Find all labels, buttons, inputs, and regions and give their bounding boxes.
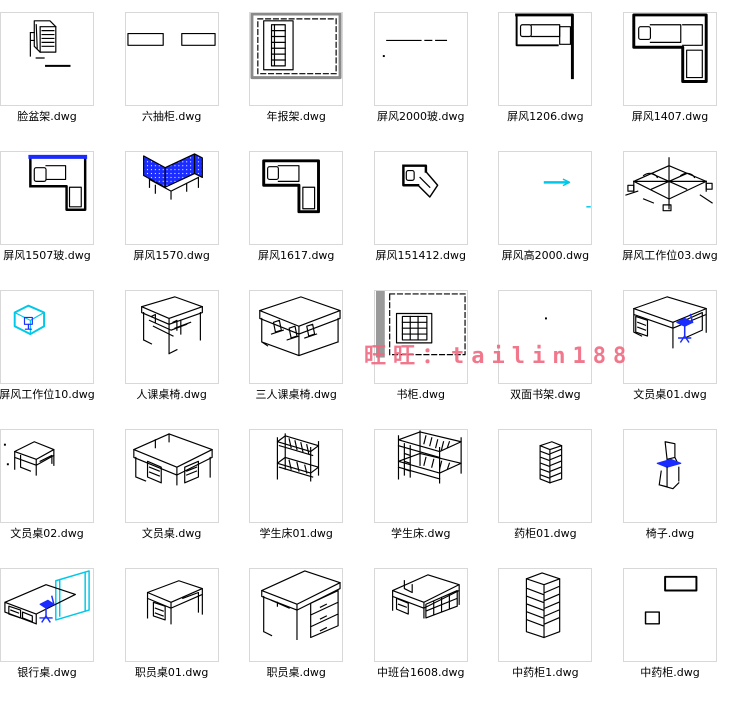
screen-1407-thumbnail[interactable]: [622, 12, 717, 106]
file-name-label[interactable]: 文员桌.dwg: [141, 527, 202, 540]
file-item[interactable]: 屏风工作位10.dwg: [0, 290, 95, 429]
file-item[interactable]: 屏风2000玻.dwg: [373, 12, 468, 151]
file-name-label[interactable]: 屏风高2000.dwg: [501, 249, 590, 262]
file-item[interactable]: 脸盆架.dwg: [0, 12, 94, 151]
file-item[interactable]: 书柜.dwg: [373, 290, 468, 429]
student-bed-01-thumbnail[interactable]: [249, 429, 344, 523]
six-drawer-cabinet-thumbnail[interactable]: [124, 12, 219, 106]
file-name-label[interactable]: 屏风1570.dwg: [133, 249, 210, 262]
student-bed-thumbnail[interactable]: [373, 429, 468, 523]
file-name-label[interactable]: 银行桌.dwg: [17, 666, 77, 679]
file-item[interactable]: 屏风1507玻.dwg: [0, 151, 94, 290]
file-name-label[interactable]: 文员桌01.dwg: [633, 388, 707, 401]
file-thumbnail-grid: 脸盆架.dwg 六抽柜.dwg 年报架.dwg: [0, 12, 718, 707]
executive-desk-1608-thumbnail[interactable]: [373, 568, 468, 662]
file-item[interactable]: 文员桌.dwg: [124, 429, 219, 568]
chair-thumbnail[interactable]: [622, 429, 717, 523]
file-name-label[interactable]: 人课桌椅.dwg: [136, 388, 207, 401]
staff-desk-thumbnail[interactable]: [249, 568, 344, 662]
file-item[interactable]: 屏风151412.dwg: [373, 151, 468, 290]
screen-workstation-10-thumbnail[interactable]: [0, 290, 94, 384]
file-name-label[interactable]: 屏风工作位03.dwg: [622, 249, 718, 262]
screen-workstation-03-thumbnail[interactable]: [622, 151, 717, 245]
watermark-text: 旺旺：tailin188: [364, 344, 634, 369]
file-name-label[interactable]: 三人课桌椅.dwg: [255, 388, 337, 401]
screen-151412-thumbnail[interactable]: [373, 151, 468, 245]
file-name-label[interactable]: 职员桌.dwg: [266, 666, 326, 679]
clerk-desk-01-thumbnail[interactable]: [622, 290, 717, 384]
file-name-label[interactable]: 书柜.dwg: [396, 388, 446, 401]
file-item[interactable]: 屏风工作位03.dwg: [622, 151, 718, 290]
file-item[interactable]: 双面书架.dwg: [498, 290, 593, 429]
file-item[interactable]: 文员桌02.dwg: [0, 429, 94, 568]
file-name-label[interactable]: 中药柜1.dwg: [512, 666, 579, 679]
file-item[interactable]: 银行桌.dwg: [0, 568, 94, 707]
file-name-label[interactable]: 学生床.dwg: [391, 527, 451, 540]
file-item[interactable]: 椅子.dwg: [622, 429, 717, 568]
file-item[interactable]: 中药柜.dwg: [622, 568, 717, 707]
file-item[interactable]: 职员桌.dwg: [249, 568, 344, 707]
three-seat-desk-chair-thumbnail[interactable]: [249, 290, 344, 384]
file-item[interactable]: 屏风1407.dwg: [622, 12, 717, 151]
file-name-label[interactable]: 文员桌02.dwg: [10, 527, 84, 540]
file-name-label[interactable]: 年报架.dwg: [266, 110, 326, 123]
tall-screen-2000-thumbnail[interactable]: [498, 151, 593, 245]
file-name-label[interactable]: 中药柜.dwg: [640, 666, 700, 679]
file-name-label[interactable]: 屏风1407.dwg: [631, 110, 709, 123]
file-item[interactable]: 六抽柜.dwg: [124, 12, 219, 151]
bank-counter-thumbnail[interactable]: [0, 568, 94, 662]
file-name-label[interactable]: 屏风1206.dwg: [507, 110, 584, 123]
file-item[interactable]: 屏风1206.dwg: [498, 12, 593, 151]
clerk-desk-02-thumbnail[interactable]: [0, 429, 94, 523]
file-item[interactable]: 文员桌01.dwg: [622, 290, 717, 429]
screen-1617-thumbnail[interactable]: [249, 151, 344, 245]
file-name-label[interactable]: 椅子.dwg: [645, 527, 695, 540]
file-item[interactable]: 职员桌01.dwg: [124, 568, 219, 707]
file-name-label[interactable]: 屏风工作位10.dwg: [0, 388, 95, 401]
file-item[interactable]: 屏风高2000.dwg: [498, 151, 593, 290]
file-name-label[interactable]: 学生床01.dwg: [259, 527, 333, 540]
file-item[interactable]: 学生床01.dwg: [249, 429, 344, 568]
glass-screen-2000-thumbnail[interactable]: [373, 12, 468, 106]
file-name-label[interactable]: 屏风151412.dwg: [375, 249, 467, 262]
file-name-label[interactable]: 双面书架.dwg: [510, 388, 581, 401]
file-name-label[interactable]: 中班台1608.dwg: [377, 666, 465, 679]
double-sided-bookshelf-thumbnail[interactable]: [498, 290, 593, 384]
washbasin-stand-thumbnail[interactable]: [0, 12, 94, 106]
screen-1206-thumbnail[interactable]: [498, 12, 593, 106]
file-name-label[interactable]: 屏风1507玻.dwg: [3, 249, 91, 262]
herbal-medicine-cabinet-1-thumbnail[interactable]: [498, 568, 593, 662]
file-item[interactable]: 三人课桌椅.dwg: [249, 290, 344, 429]
file-name-label[interactable]: 屏风1617.dwg: [257, 249, 335, 262]
file-item[interactable]: 中药柜1.dwg: [498, 568, 593, 707]
file-name-label[interactable]: 六抽柜.dwg: [141, 110, 202, 123]
file-name-label[interactable]: 脸盆架.dwg: [17, 110, 77, 123]
file-name-label[interactable]: 药柜01.dwg: [514, 527, 577, 540]
screen-1570-thumbnail[interactable]: [124, 151, 219, 245]
file-item[interactable]: 中班台1608.dwg: [373, 568, 468, 707]
medicine-cabinet-01-thumbnail[interactable]: [498, 429, 593, 523]
clerk-desk-thumbnail[interactable]: [124, 429, 219, 523]
student-desk-chair-thumbnail[interactable]: [124, 290, 219, 384]
newspaper-rack-thumbnail[interactable]: [249, 12, 344, 106]
staff-desk-01-thumbnail[interactable]: [124, 568, 219, 662]
file-name-label[interactable]: 职员桌01.dwg: [134, 666, 209, 679]
bookcase-thumbnail[interactable]: [373, 290, 468, 384]
file-item[interactable]: 人课桌椅.dwg: [124, 290, 219, 429]
herbal-medicine-cabinet-thumbnail[interactable]: [622, 568, 717, 662]
file-name-label[interactable]: 屏风2000玻.dwg: [377, 110, 465, 123]
file-item[interactable]: 学生床.dwg: [373, 429, 468, 568]
file-item[interactable]: 屏风1617.dwg: [249, 151, 344, 290]
file-item[interactable]: 年报架.dwg: [249, 12, 344, 151]
file-item[interactable]: 药柜01.dwg: [498, 429, 593, 568]
file-item[interactable]: 屏风1570.dwg: [124, 151, 219, 290]
glass-screen-1507-thumbnail[interactable]: [0, 151, 94, 245]
